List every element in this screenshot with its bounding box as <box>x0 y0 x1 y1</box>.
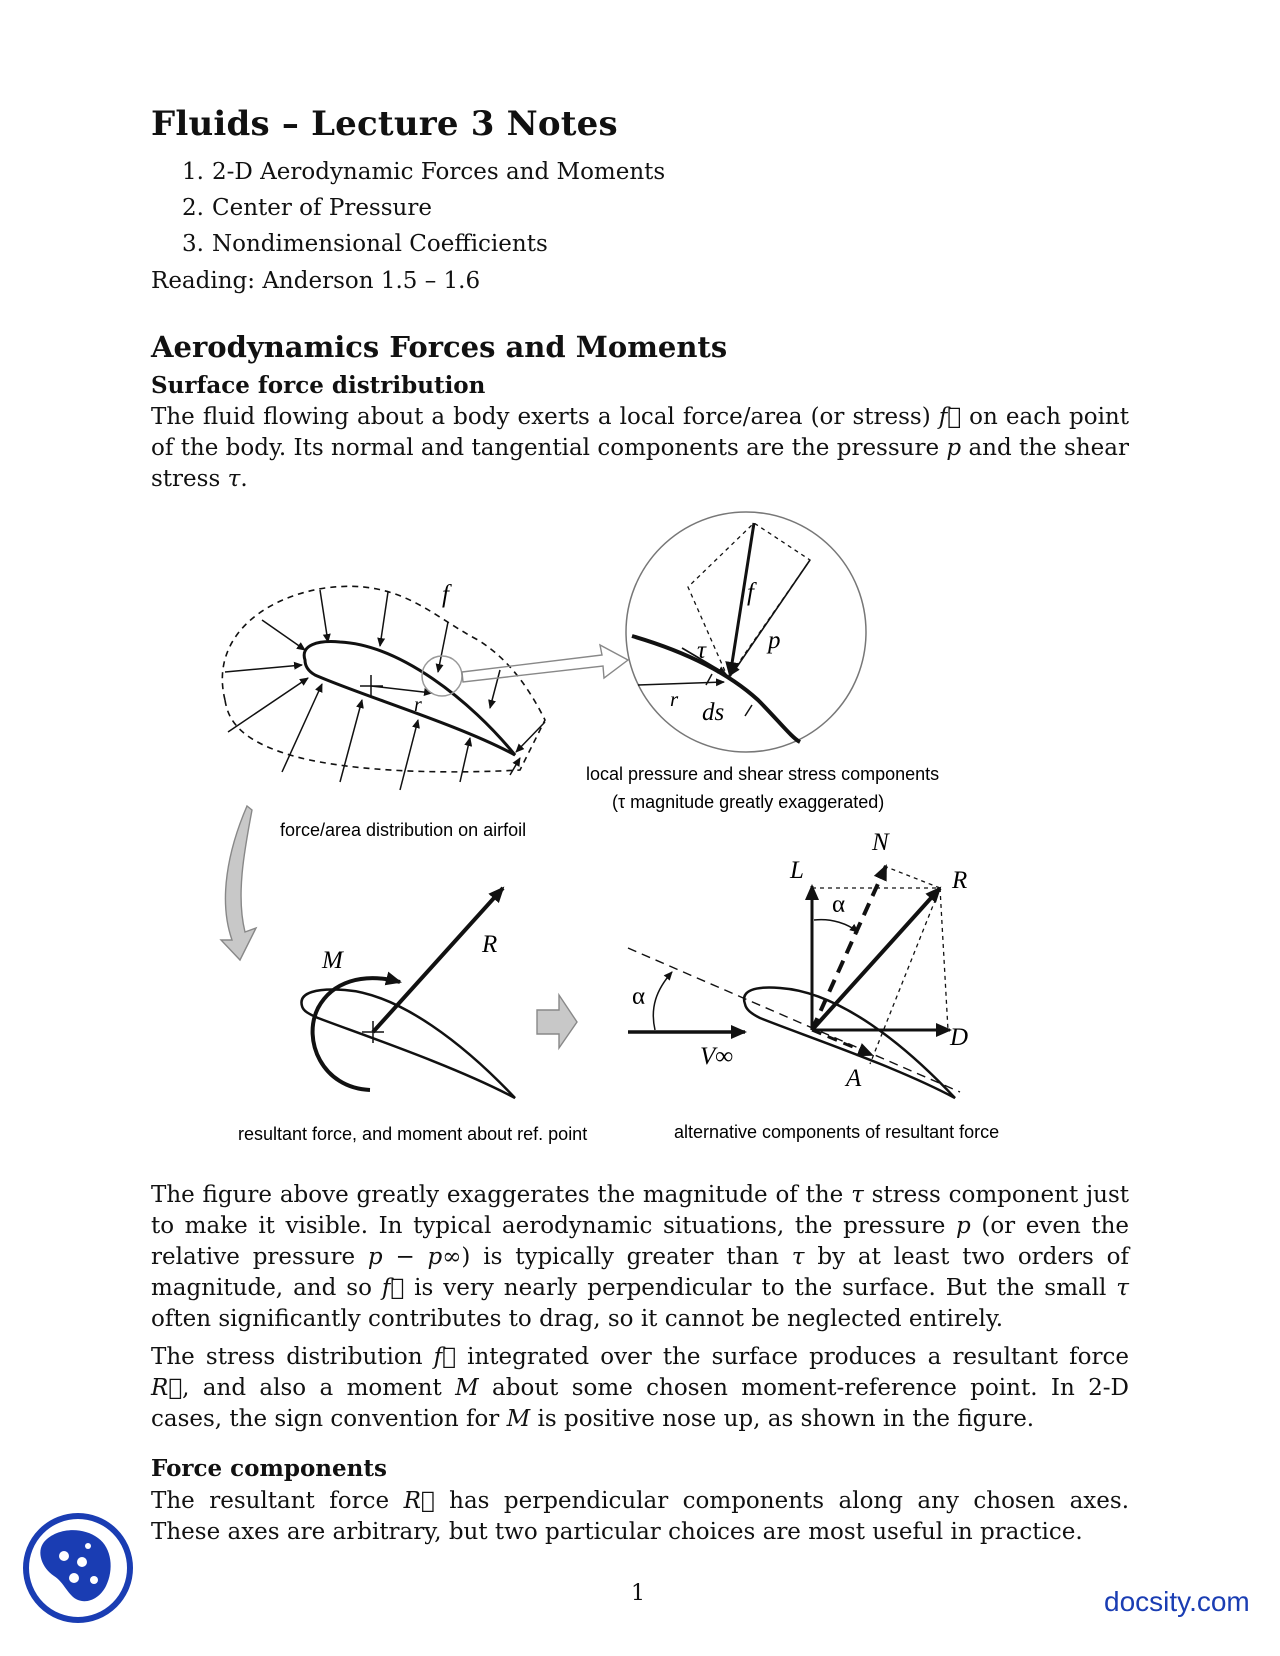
subsection-heading-surface: Surface force distribution <box>151 372 486 399</box>
reading-reference: Reading: Anderson 1.5 – 1.6 <box>151 268 481 294</box>
label-freestream: V∞ <box>700 1043 733 1070</box>
block-transition-arrow <box>536 992 578 1051</box>
resultant-force-arrow-2 <box>810 886 942 1032</box>
caption-alternative: alternative components of resultant forc… <box>674 1122 999 1142</box>
label-resultant-1: R <box>481 931 497 958</box>
label-axial: A <box>844 1065 862 1092</box>
shear-arrow <box>681 647 727 675</box>
label-p: p <box>766 627 781 654</box>
position-vector-arrow <box>370 685 433 697</box>
position-vector-arrow-zoom <box>637 678 725 687</box>
stress-arrows <box>224 589 546 791</box>
zoom-circle-large <box>625 511 867 753</box>
label-ds: ds <box>702 699 724 726</box>
label-tau: τ <box>697 637 707 664</box>
brand-link[interactable]: docsity.com <box>1104 1586 1250 1617</box>
paragraph-tau-magnitude: The figure above greatly exaggerates the… <box>151 1182 1130 1332</box>
page-title: Fluids – Lecture 3 Notes <box>151 104 618 144</box>
airfoil-force-figure: f r f τ p r ds local pressure and shear … <box>219 511 999 1144</box>
label-moment: M <box>321 947 344 974</box>
resultant-panel: M R <box>300 886 516 1100</box>
zoom-arrow <box>461 643 630 683</box>
zoomed-stress-panel: f τ p r ds <box>625 511 867 753</box>
label-f-vector: f <box>442 581 452 608</box>
label-drag: D <box>949 1024 968 1051</box>
caption-distribution: force/area distribution on airfoil <box>280 820 526 840</box>
caption-local-stress: local pressure and shear stress componen… <box>586 764 939 784</box>
label-alpha-2: α <box>832 891 845 918</box>
toc-item: 3.Nondimensional Coefficients <box>182 231 548 257</box>
label-r-vector: r <box>414 694 422 716</box>
caption-tau-exaggerated: (τ magnitude greatly exaggerated) <box>612 792 884 812</box>
alpha-arc-1 <box>652 971 673 1031</box>
toc-item: 2.Center of Pressure <box>182 195 432 221</box>
label-alpha-1: α <box>632 983 645 1010</box>
toc-item: 1.2-D Aerodynamic Forces and Moments <box>182 159 666 185</box>
moment-arc-arrow <box>310 971 402 1092</box>
normal-force-arrow <box>810 864 888 1031</box>
label-lift: L <box>789 857 804 884</box>
pressure-distribution-panel: f r <box>221 581 630 791</box>
chord-line <box>627 947 961 1093</box>
airfoil-outline <box>302 640 517 757</box>
label-f-zoom: f <box>747 579 757 606</box>
resultant-force-arrow <box>371 886 505 1034</box>
airfoil-outline-components <box>742 986 956 1100</box>
caption-resultant: resultant force, and moment about ref. p… <box>238 1124 587 1144</box>
axial-force-arrow <box>811 1028 874 1057</box>
paragraph-surface-force: The fluid flowing about a body exerts a … <box>151 404 1129 492</box>
curved-transition-arrow <box>219 804 258 962</box>
force-vector-arrow <box>725 522 756 678</box>
section-heading: Aerodynamics Forces and Moments <box>151 330 728 364</box>
pressure-arrow <box>731 559 811 675</box>
label-resultant-2: R <box>951 867 967 894</box>
table-of-contents: 1.2-D Aerodynamic Forces and Moments 2.C… <box>182 154 665 262</box>
docsity-logo-icon <box>23 1513 133 1623</box>
label-normal: N <box>871 829 890 856</box>
label-r-zoom: r <box>670 687 679 711</box>
stress-envelope <box>221 585 546 773</box>
subsection-heading-force: Force components <box>151 1455 387 1482</box>
airfoil-outline-resultant <box>300 988 516 1100</box>
paragraph-resultant: The stress distribution f⃗ integrated ov… <box>151 1344 1129 1432</box>
alpha-arc-2 <box>813 918 859 933</box>
surface-segment <box>631 634 802 744</box>
components-panel: α V∞ N L α R D A <box>627 829 968 1100</box>
paragraph-force-components: The resultant force R⃗ has perpendicular… <box>151 1488 1130 1545</box>
page-number: 1 <box>631 1581 645 1606</box>
